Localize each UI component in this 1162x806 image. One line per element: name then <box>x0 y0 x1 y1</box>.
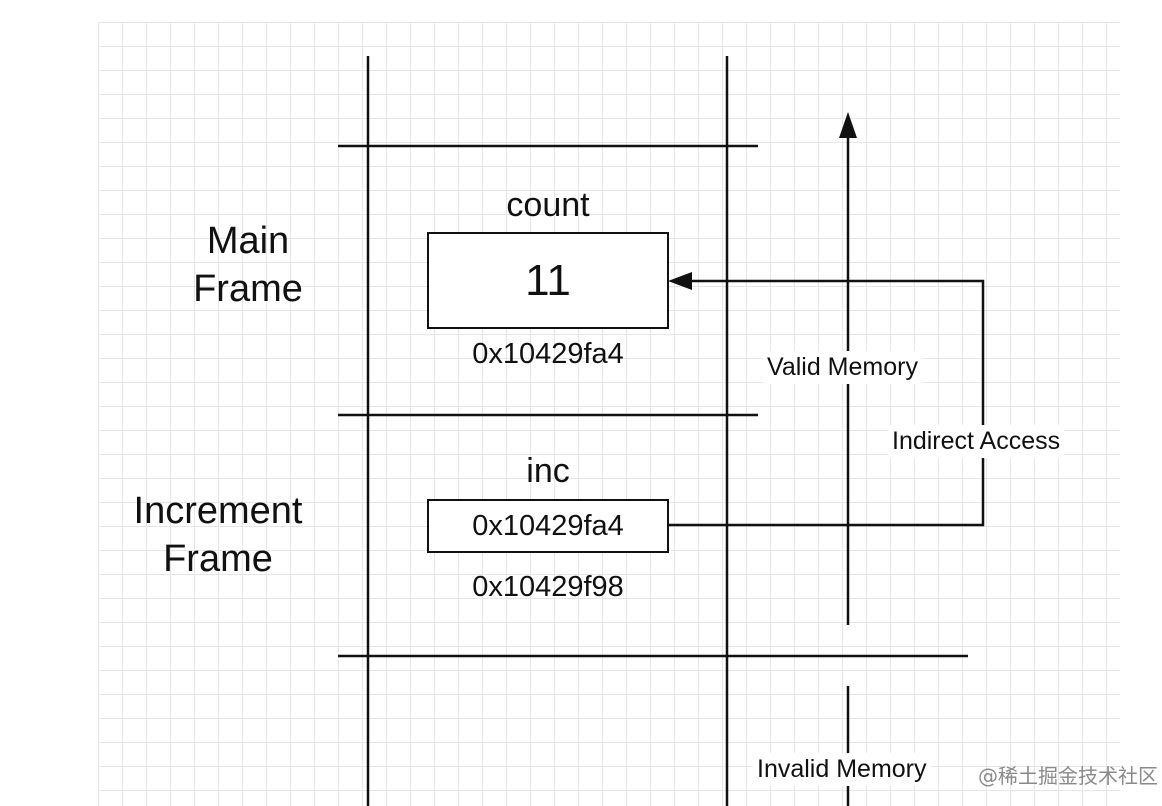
main-frame-label: Main Frame <box>168 217 328 313</box>
count-address: 0x10429fa4 <box>472 338 624 370</box>
main-frame-label-line1: Main <box>206 220 290 262</box>
main-frame-label-line2: Frame <box>193 268 303 310</box>
count-variable-name: count <box>506 186 590 224</box>
inc-address: 0x10429f98 <box>472 571 624 603</box>
count-value: 11 <box>525 255 571 305</box>
inc-value-box: 0x10429fa4 <box>427 499 669 553</box>
indirect-access-label: Indirect Access <box>888 425 1065 458</box>
indirect-access-arrowhead <box>668 272 692 290</box>
watermark: @稀土掘金技术社区 <box>978 764 1158 788</box>
indirect-access-connector <box>668 279 985 527</box>
increment-frame-label-line2: Frame <box>163 538 273 580</box>
valid-memory-arrowhead <box>839 112 857 138</box>
inc-variable-name: inc <box>526 452 570 490</box>
increment-frame-label: Increment Frame <box>118 487 318 583</box>
valid-memory-label: Valid Memory <box>763 351 922 384</box>
increment-frame-label-line1: Increment <box>133 490 303 532</box>
invalid-memory-label: Invalid Memory <box>753 753 931 786</box>
inc-value: 0x10429fa4 <box>472 509 624 542</box>
count-value-box: 11 <box>427 232 669 329</box>
